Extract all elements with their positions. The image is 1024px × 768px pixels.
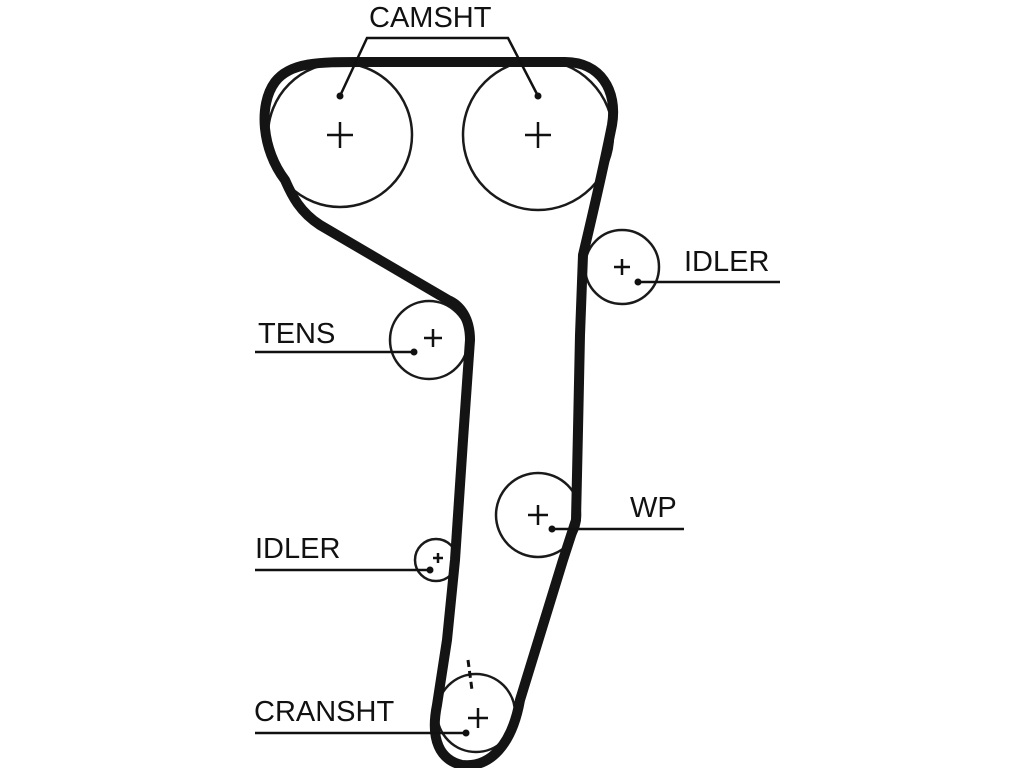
center-cross-icon xyxy=(424,329,442,347)
crankshaft-timing-mark xyxy=(466,659,474,691)
leader-dot xyxy=(426,566,434,574)
water-pump-label: WP xyxy=(630,492,677,524)
camshaft-label: CAMSHT xyxy=(369,2,492,34)
idler-right-label: IDLER xyxy=(684,246,769,278)
leader-lines xyxy=(255,36,780,735)
leader-dot xyxy=(634,278,642,286)
pulley-centers xyxy=(327,122,630,728)
center-cross-icon xyxy=(525,122,551,148)
leader-dots xyxy=(336,92,642,737)
tensioner-pulley xyxy=(388,299,470,381)
center-cross-icon xyxy=(468,708,488,728)
center-cross-icon xyxy=(614,259,630,275)
tensioner-label: TENS xyxy=(258,318,335,350)
timing-belt xyxy=(259,57,619,768)
leader-dot xyxy=(534,92,542,100)
center-cross-icon xyxy=(327,122,353,148)
leader-dot xyxy=(410,348,418,356)
center-cross-icon xyxy=(528,505,548,525)
idler-left-label: IDLER xyxy=(255,533,340,565)
camshaft-leader xyxy=(338,36,540,97)
crankshaft-label: CRANSHT xyxy=(254,696,394,728)
leader-dot xyxy=(462,729,470,737)
leader-dot xyxy=(336,92,344,100)
center-cross-icon xyxy=(433,553,443,563)
leader-dot xyxy=(548,525,556,533)
